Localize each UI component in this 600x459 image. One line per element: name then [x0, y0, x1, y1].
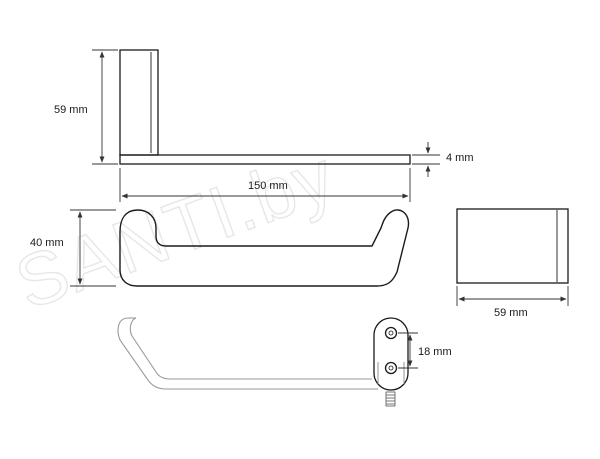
hook-hidden-outer	[117, 317, 378, 390]
watermark-text: SANTI.by	[5, 133, 346, 325]
screw-body	[385, 391, 396, 407]
label-front-height: 40 mm	[30, 237, 64, 249]
mounting-plate	[373, 317, 409, 391]
dim-total-length	[119, 168, 411, 202]
dim-base-thickness	[412, 142, 440, 177]
label-end-width: 59 mm	[494, 307, 528, 319]
mount-hole-top	[384, 326, 398, 340]
mount-plate-outline	[373, 317, 409, 391]
dim-mount-spacing	[398, 332, 418, 369]
label-base-thickness: 4 mm	[446, 152, 474, 164]
label-total-length: 150 mm	[248, 180, 288, 192]
end-view-block	[456, 208, 569, 284]
mount-hole-bottom	[384, 361, 398, 375]
base-plate	[119, 154, 411, 165]
top-view-profile	[119, 49, 411, 165]
hook-hidden-inner	[129, 317, 372, 380]
set-screw	[385, 391, 396, 407]
dim-front-height	[70, 209, 116, 287]
watermark-logo: SANTI.by	[4, 133, 346, 326]
vertical-plate	[119, 49, 159, 156]
bottom-view-hook	[117, 317, 378, 390]
label-mount-spacing: 18 mm	[418, 346, 452, 358]
label-side-height: 59 mm	[54, 104, 88, 116]
dim-end-width	[456, 286, 569, 306]
dim-side-height	[92, 49, 118, 165]
hook-outline	[119, 209, 410, 287]
end-block-outline	[456, 208, 569, 284]
front-view-hook	[119, 209, 410, 287]
